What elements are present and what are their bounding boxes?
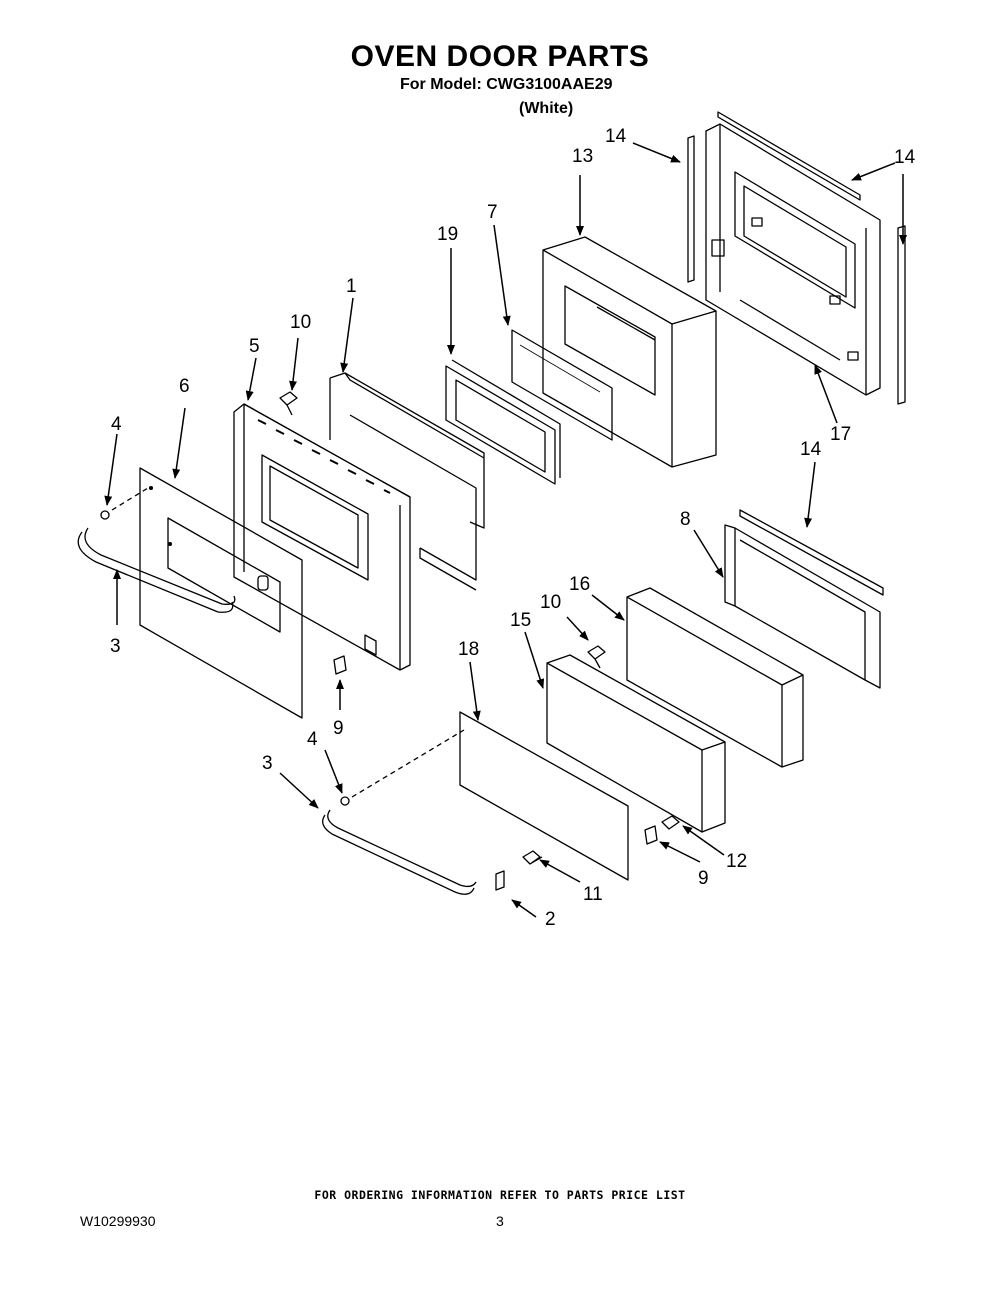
leader-12 [682,825,725,856]
document-number: W10299930 [80,1213,156,1229]
page-title: OVEN DOOR PARTS [350,40,650,73]
color-variant: (White) [519,100,574,117]
leader-16 [591,594,625,621]
leader-4-lower [324,749,343,794]
leader-4-upper [104,433,118,506]
leader-14-left [632,142,681,163]
leader-10-upper [289,337,299,391]
callout-3-lower: 3 [262,753,273,774]
callout-1: 1 [346,276,357,297]
callout-7: 7 [487,202,498,223]
part-13-door-spacer-box [542,236,717,468]
page-number: 3 [496,1213,504,1229]
leader-3-lower [279,772,319,809]
callout-15: 15 [510,610,531,631]
part-14-drawer-gasket [739,509,884,596]
part-4-upper-spacer [100,510,110,520]
leader-15 [524,631,545,689]
part-12-drawer-screw [661,815,680,830]
part-14-left-gasket [687,135,695,283]
part-6-outer-door-panel [139,467,303,719]
callout-19: 19 [437,224,458,245]
leader-2 [511,899,537,918]
leader-14-drawer [804,461,816,528]
callout-11: 11 [583,884,603,905]
callout-18: 18 [458,639,479,660]
ordering-note: FOR ORDERING INFORMATION REFER TO PARTS … [314,1188,686,1202]
part-1-door-insulation-shield [329,372,485,591]
part-14-top-gasket [717,111,861,201]
part-8-drawer-liner [724,524,881,689]
part-11-drawer-screw [522,850,543,865]
model-line: For Model: CWG3100AAE29 [400,76,613,93]
parts-line-art [77,111,906,895]
callout-17: 17 [830,424,851,445]
callout-5: 5 [249,336,260,357]
callout-14-drawer: 14 [800,439,822,460]
lower-handle-mount-line [351,729,465,798]
callout-2: 2 [545,909,556,930]
leader-18 [469,661,481,721]
callout-8: 8 [680,509,691,530]
part-2-bracket [495,870,505,891]
part-3-upper-door-handle [77,527,236,613]
part-4-lower-spacer [340,796,350,806]
leader-8 [693,529,724,578]
callout-3-upper: 3 [110,636,121,657]
leader-5 [245,357,257,401]
part-18-drawer-glass [459,711,629,881]
callout-10-lower: 10 [540,592,561,613]
part-5-inner-door-frame [233,403,411,671]
part-10-lower-screw [587,645,606,669]
part-7-door-glass [511,329,613,441]
part-9-upper-clip [333,655,347,675]
upper-handle-mount-line [111,487,149,511]
leader-7 [493,224,511,326]
callout-9-upper: 9 [333,718,344,739]
leader-14-top [851,162,896,181]
leader-10-lower [566,616,589,641]
leader-6 [172,407,186,479]
callout-4-lower: 4 [307,729,318,750]
part-10-upper-screw [279,391,298,416]
part-14-right-gasket [897,225,906,405]
callout-16: 16 [569,574,590,595]
part-17-inner-door-liner [705,123,881,396]
leader-9-lower [659,841,701,863]
callout-leaders [104,142,907,918]
callout-10-upper: 10 [290,312,311,333]
callout-6: 6 [179,376,190,397]
part-9-lower-clip [644,825,658,845]
part-3-lower-drawer-handle [322,809,477,895]
callout-4-upper: 4 [111,414,122,435]
callout-9-lower: 9 [698,868,709,889]
leader-1 [340,297,354,373]
callout-14-top: 14 [894,147,916,168]
callout-12: 12 [726,851,747,872]
part-5-vent-slots [257,419,391,494]
leader-11 [539,859,581,883]
leader-17 [814,364,838,424]
part-16-drawer-panel-box [626,587,804,768]
callout-13: 13 [572,146,593,167]
callout-labels: 1 2 3 3 4 4 5 6 7 8 9 9 10 10 11 12 13 1… [110,126,916,930]
part-19-window-frame [445,359,561,485]
callout-14-left: 14 [605,126,627,147]
part-15-drawer-front [546,654,726,833]
